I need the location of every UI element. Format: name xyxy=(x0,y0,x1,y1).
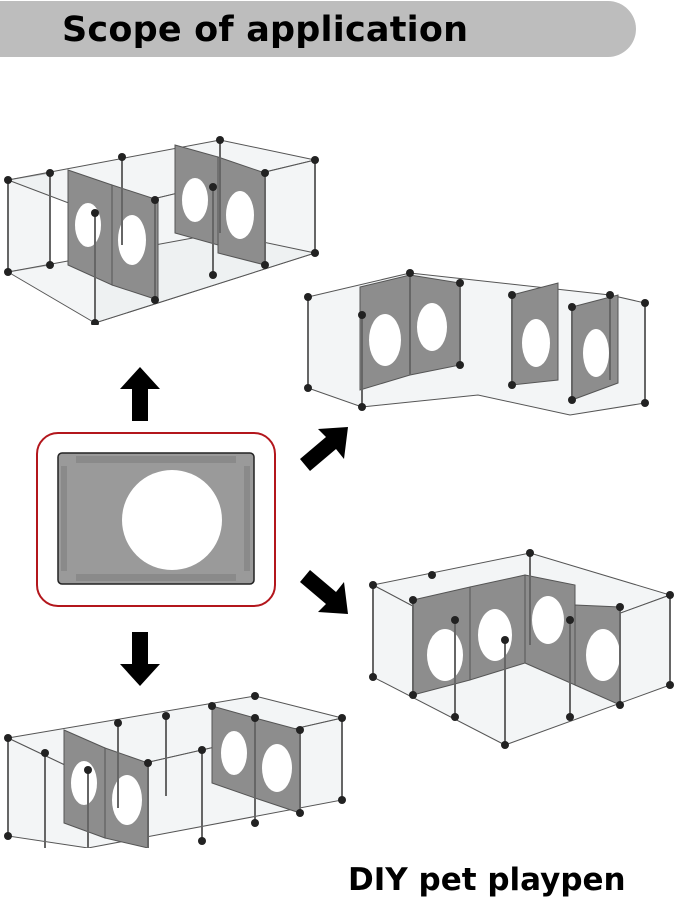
playpen-config-top-left xyxy=(0,125,330,325)
playpen-config-top-right xyxy=(300,255,675,420)
arrow-down-icon xyxy=(118,630,162,688)
page-title: Scope of application xyxy=(62,10,469,50)
playpen-config-middle-right xyxy=(365,545,677,755)
arrow-up-icon xyxy=(118,365,162,423)
caption-text: DIY pet playpen xyxy=(348,862,626,898)
arrow-down-right-icon xyxy=(298,568,350,616)
single-panel-frame xyxy=(36,432,276,607)
title-banner: Scope of application xyxy=(0,1,636,57)
hole-panel-illustration xyxy=(57,452,255,585)
playpen-config-bottom-left xyxy=(0,688,350,848)
arrow-up-right-icon xyxy=(298,425,350,473)
